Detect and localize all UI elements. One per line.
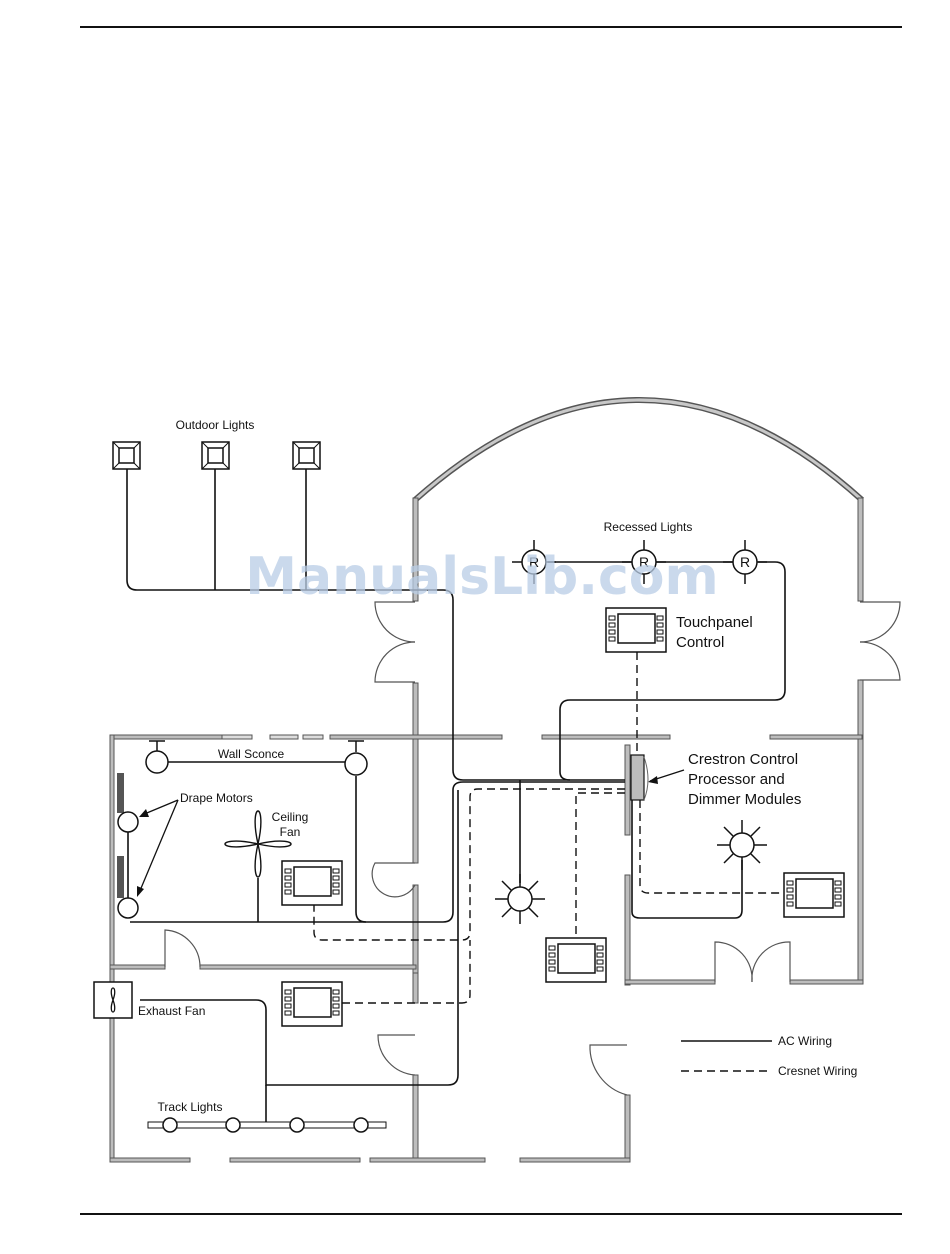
light-fixture-icon <box>495 874 545 924</box>
crestron-label: Dimmer Modules <box>688 791 801 808</box>
touchpanel-label: Touchpanel <box>676 614 753 631</box>
recessed-symbol: R <box>740 554 750 570</box>
touchpanel-icon <box>282 861 342 905</box>
outdoor-light <box>293 442 320 469</box>
touchpanel-icon <box>282 982 342 1026</box>
crestron-label: Processor and <box>688 771 785 788</box>
legend-cresnet-label: Cresnet Wiring <box>778 1064 857 1078</box>
control-processor-icon <box>631 755 684 800</box>
touchpanel-icon <box>606 608 666 652</box>
outdoor-lights <box>113 442 320 469</box>
outdoor-light <box>113 442 140 469</box>
exhaust-fan-icon <box>94 982 132 1018</box>
watermark: ManualsLib.com <box>245 547 718 607</box>
doors <box>165 602 900 1095</box>
exhaust-fan-label: Exhaust Fan <box>138 1004 205 1018</box>
wall-sconce-label: Wall Sconce <box>218 747 285 761</box>
drape-motors-label: Drape Motors <box>180 791 253 805</box>
outdoor-light <box>202 442 229 469</box>
drape-motors <box>117 773 178 918</box>
track-lights <box>148 1118 386 1132</box>
ceiling-fan-label: Fan <box>280 825 301 839</box>
touchpanel-icon <box>784 873 844 917</box>
recessed-lights-label: Recessed Lights <box>604 520 693 534</box>
crestron-label: Crestron Control <box>688 751 798 768</box>
touchpanel-icon <box>546 938 606 982</box>
legend-ac-label: AC Wiring <box>778 1034 832 1048</box>
touchpanel-label: Control <box>676 634 724 651</box>
ceiling-fan-label: Ceiling <box>272 810 309 824</box>
track-lights-label: Track Lights <box>158 1100 223 1114</box>
light-fixture-icon <box>717 820 767 870</box>
outdoor-lights-label: Outdoor Lights <box>176 418 255 432</box>
legend: AC Wiring Cresnet Wiring <box>681 1034 857 1078</box>
